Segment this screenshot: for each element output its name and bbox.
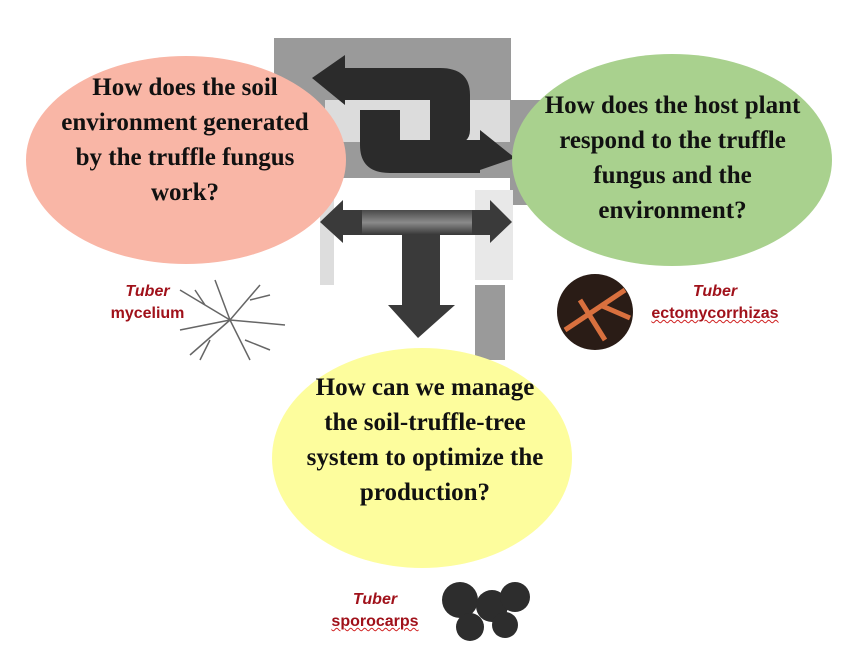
manage-question: How can we manage the soil-truffle-tree … — [306, 374, 544, 506]
ectomycorrhizas-label: Tuber ectomycorrhizas — [651, 283, 779, 322]
soil-ellipse — [26, 56, 346, 264]
soil-question: How does the soil environment generated … — [61, 74, 309, 206]
host-question: How does the host plant respond to the t… — [544, 92, 801, 224]
sporocarps-image — [442, 582, 530, 641]
ectomycorrhizas-image — [557, 274, 633, 350]
arrow-left-top — [312, 55, 470, 145]
sporocarps-label: Tuber sporocarps — [331, 591, 419, 630]
mycelium-image — [179, 279, 286, 361]
manage-ellipse — [272, 348, 572, 568]
host-ellipse — [512, 54, 832, 266]
arrow-right-mid — [360, 110, 515, 173]
gray-strip — [475, 285, 505, 360]
mycelium-label: Tuber mycelium — [110, 283, 185, 322]
